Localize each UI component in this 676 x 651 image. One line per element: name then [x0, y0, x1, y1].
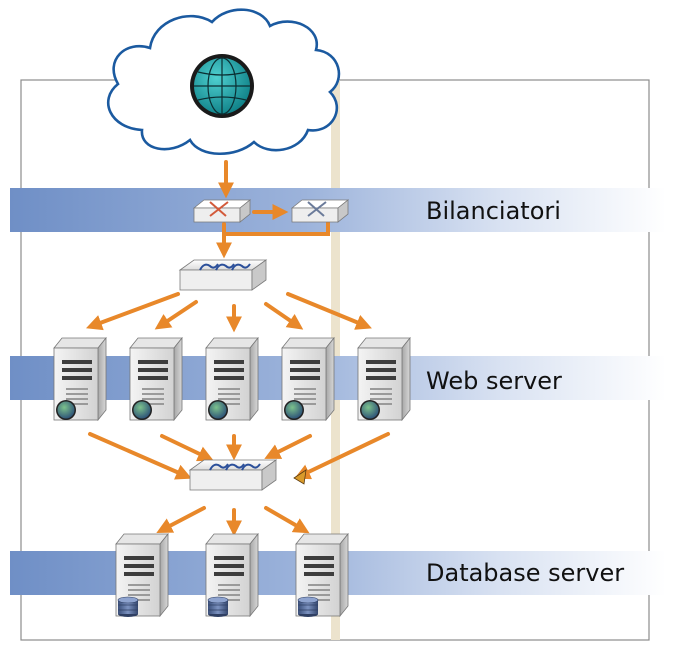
router-icon	[192, 199, 252, 223]
arrow-switch-to-web-4	[264, 302, 304, 330]
triangle-marker-icon	[293, 469, 307, 485]
arrow-switch-to-web-2	[154, 300, 198, 330]
server-globe-icon	[357, 337, 411, 421]
server-globe-icon	[53, 337, 107, 421]
server-globe-icon	[129, 337, 183, 421]
server-globe-icon	[205, 337, 259, 421]
server-globe-icon	[281, 337, 335, 421]
arrow-switch-to-db-1	[156, 506, 206, 533]
tier-label-balancers: Bilanciatori	[426, 197, 561, 225]
server-database-icon	[115, 533, 169, 617]
band-web	[10, 356, 666, 400]
arrow-web-5-to-switch	[294, 432, 390, 480]
server-database-icon	[295, 533, 349, 617]
connectors	[86, 160, 390, 537]
tier-label-database-server: Database server	[426, 559, 625, 587]
arrow-web-2-to-switch	[160, 434, 214, 462]
arrow-web-1-to-switch	[88, 432, 192, 480]
router-icon	[290, 199, 350, 223]
arrow-switch-to-db-3	[264, 506, 310, 534]
switch-icon	[188, 459, 278, 491]
arrow-switch-to-web-5	[286, 292, 372, 330]
tier-label-web-server: Web server	[426, 367, 562, 395]
globe-icon	[190, 54, 254, 118]
arrow-balancers-to-switch	[222, 218, 330, 236]
web-servers	[53, 337, 411, 421]
switch-icon	[178, 259, 268, 291]
database-servers	[115, 533, 349, 617]
arrow-switch-to-web-1	[86, 292, 180, 331]
server-database-icon	[205, 533, 259, 617]
arrow-web-4-to-switch	[264, 434, 312, 459]
